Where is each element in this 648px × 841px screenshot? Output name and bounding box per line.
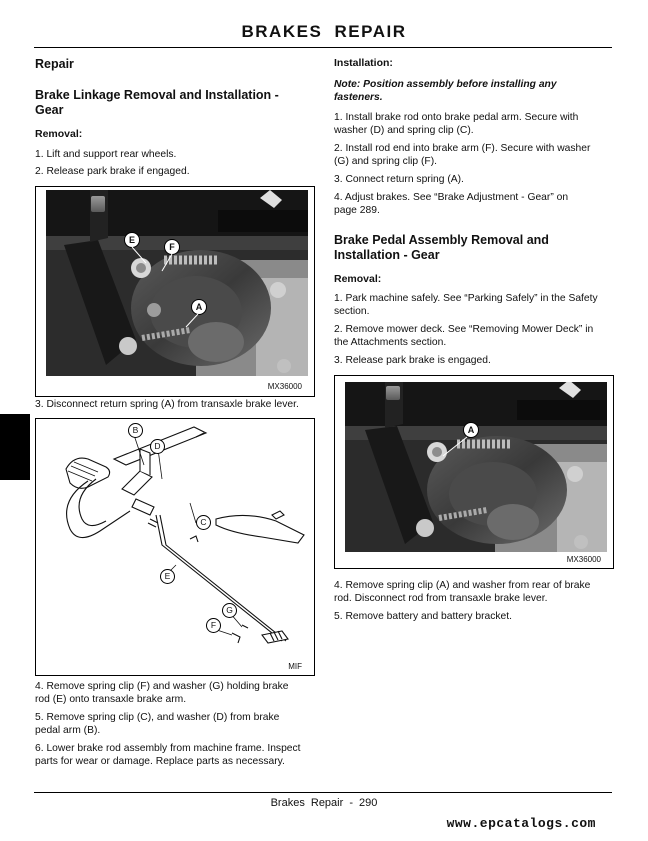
pedal-removal-step-4-line2: rod. Disconnect rod from transaxle brake… [334, 593, 548, 604]
procedure2-title-line2: Installation - Gear [334, 248, 440, 262]
removal-step-3: 3. Disconnect return spring (A) from tra… [35, 399, 299, 410]
callout-a: A [191, 299, 207, 315]
figure-brake-linkage-diagram: B D C E G F MIF [35, 418, 315, 676]
header-rule [34, 47, 612, 48]
figure-brake-linkage-photo: E F A MX36000 [35, 186, 315, 397]
callout-f-diagram: F [206, 618, 221, 633]
callout-d: D [150, 439, 165, 454]
pedal-removal-step-2-line2: the Attachments section. [334, 337, 447, 348]
callout-b: B [128, 423, 143, 438]
callout-a-2: A [463, 422, 479, 438]
pedal-removal-step-1-line1: 1. Park machine safely. See “Parking Saf… [334, 293, 598, 304]
procedure-title-line2: Gear [35, 103, 64, 117]
section-heading: Repair [35, 57, 74, 71]
figure-pedal-assembly-photo: A MX36000 [334, 375, 614, 569]
figure-2-caption: MIF [288, 662, 302, 671]
install-step-1-line2: washer (D) and spring clip (C). [334, 125, 474, 136]
footer-rule [34, 792, 612, 793]
installation-label: Installation: [334, 57, 393, 69]
install-step-1-line1: 1. Install brake rod onto brake pedal ar… [334, 112, 579, 123]
section-tab-marker [0, 414, 30, 480]
procedure2-title-line1: Brake Pedal Assembly Removal and [334, 233, 549, 247]
page-title: BRAKES REPAIR [241, 22, 407, 41]
removal-step-6-line1: 6. Lower brake rod assembly from machine… [35, 743, 301, 754]
install-step-4-line1: 4. Adjust brakes. See “Brake Adjustment … [334, 192, 569, 203]
removal-step-6-line2: parts for wear or damage. Replace parts … [35, 756, 285, 767]
install-step-2-line1: 2. Install rod end into brake arm (F). S… [334, 143, 591, 154]
watermark-url: www.epcatalogs.com [446, 816, 596, 831]
pedal-removal-step-2-line1: 2. Remove mower deck. See “Removing Mowe… [334, 324, 594, 335]
callout-g: G [222, 603, 237, 618]
note-line1: Note: Position assembly before installin… [334, 79, 557, 90]
pedal-removal-step-4-line1: 4. Remove spring clip (A) and washer fro… [334, 580, 591, 591]
removal-step-5-line1: 5. Remove spring clip (C), and washer (D… [35, 712, 280, 723]
pedal-removal-step-3: 3. Release park brake is engaged. [334, 355, 491, 366]
callout-c: C [196, 515, 211, 530]
removal-step-5-line2: pedal arm (B). [35, 725, 101, 736]
removal-label-2: Removal: [334, 273, 382, 285]
removal-step-1: 1. Lift and support rear wheels. [35, 149, 177, 160]
photo-transaxle-2 [345, 382, 607, 552]
callout-e-diagram: E [160, 569, 175, 584]
procedure-title-line1: Brake Linkage Removal and Installation - [35, 88, 279, 102]
note-line2: fasteners. [334, 92, 383, 103]
figure-1-caption: MX36000 [267, 382, 302, 391]
removal-step-4-line2: rod (E) onto transaxle brake arm. [35, 694, 187, 705]
install-step-2-line2: (G) and spring clip (F). [334, 156, 437, 167]
install-step-4-line2: page 289. [334, 205, 380, 216]
pedal-removal-step-5: 5. Remove battery and battery bracket. [334, 611, 512, 622]
page-footer: Brakes Repair - 290 [270, 797, 378, 809]
install-step-3: 3. Connect return spring (A). [334, 174, 464, 185]
removal-label: Removal: [35, 128, 83, 140]
figure-3-caption: MX36000 [566, 555, 601, 564]
callout-f: F [164, 239, 180, 255]
removal-step-4-line1: 4. Remove spring clip (F) and washer (G)… [35, 681, 289, 692]
pedal-removal-step-1-line2: section. [334, 306, 370, 317]
removal-step-2: 2. Release park brake if engaged. [35, 166, 190, 177]
